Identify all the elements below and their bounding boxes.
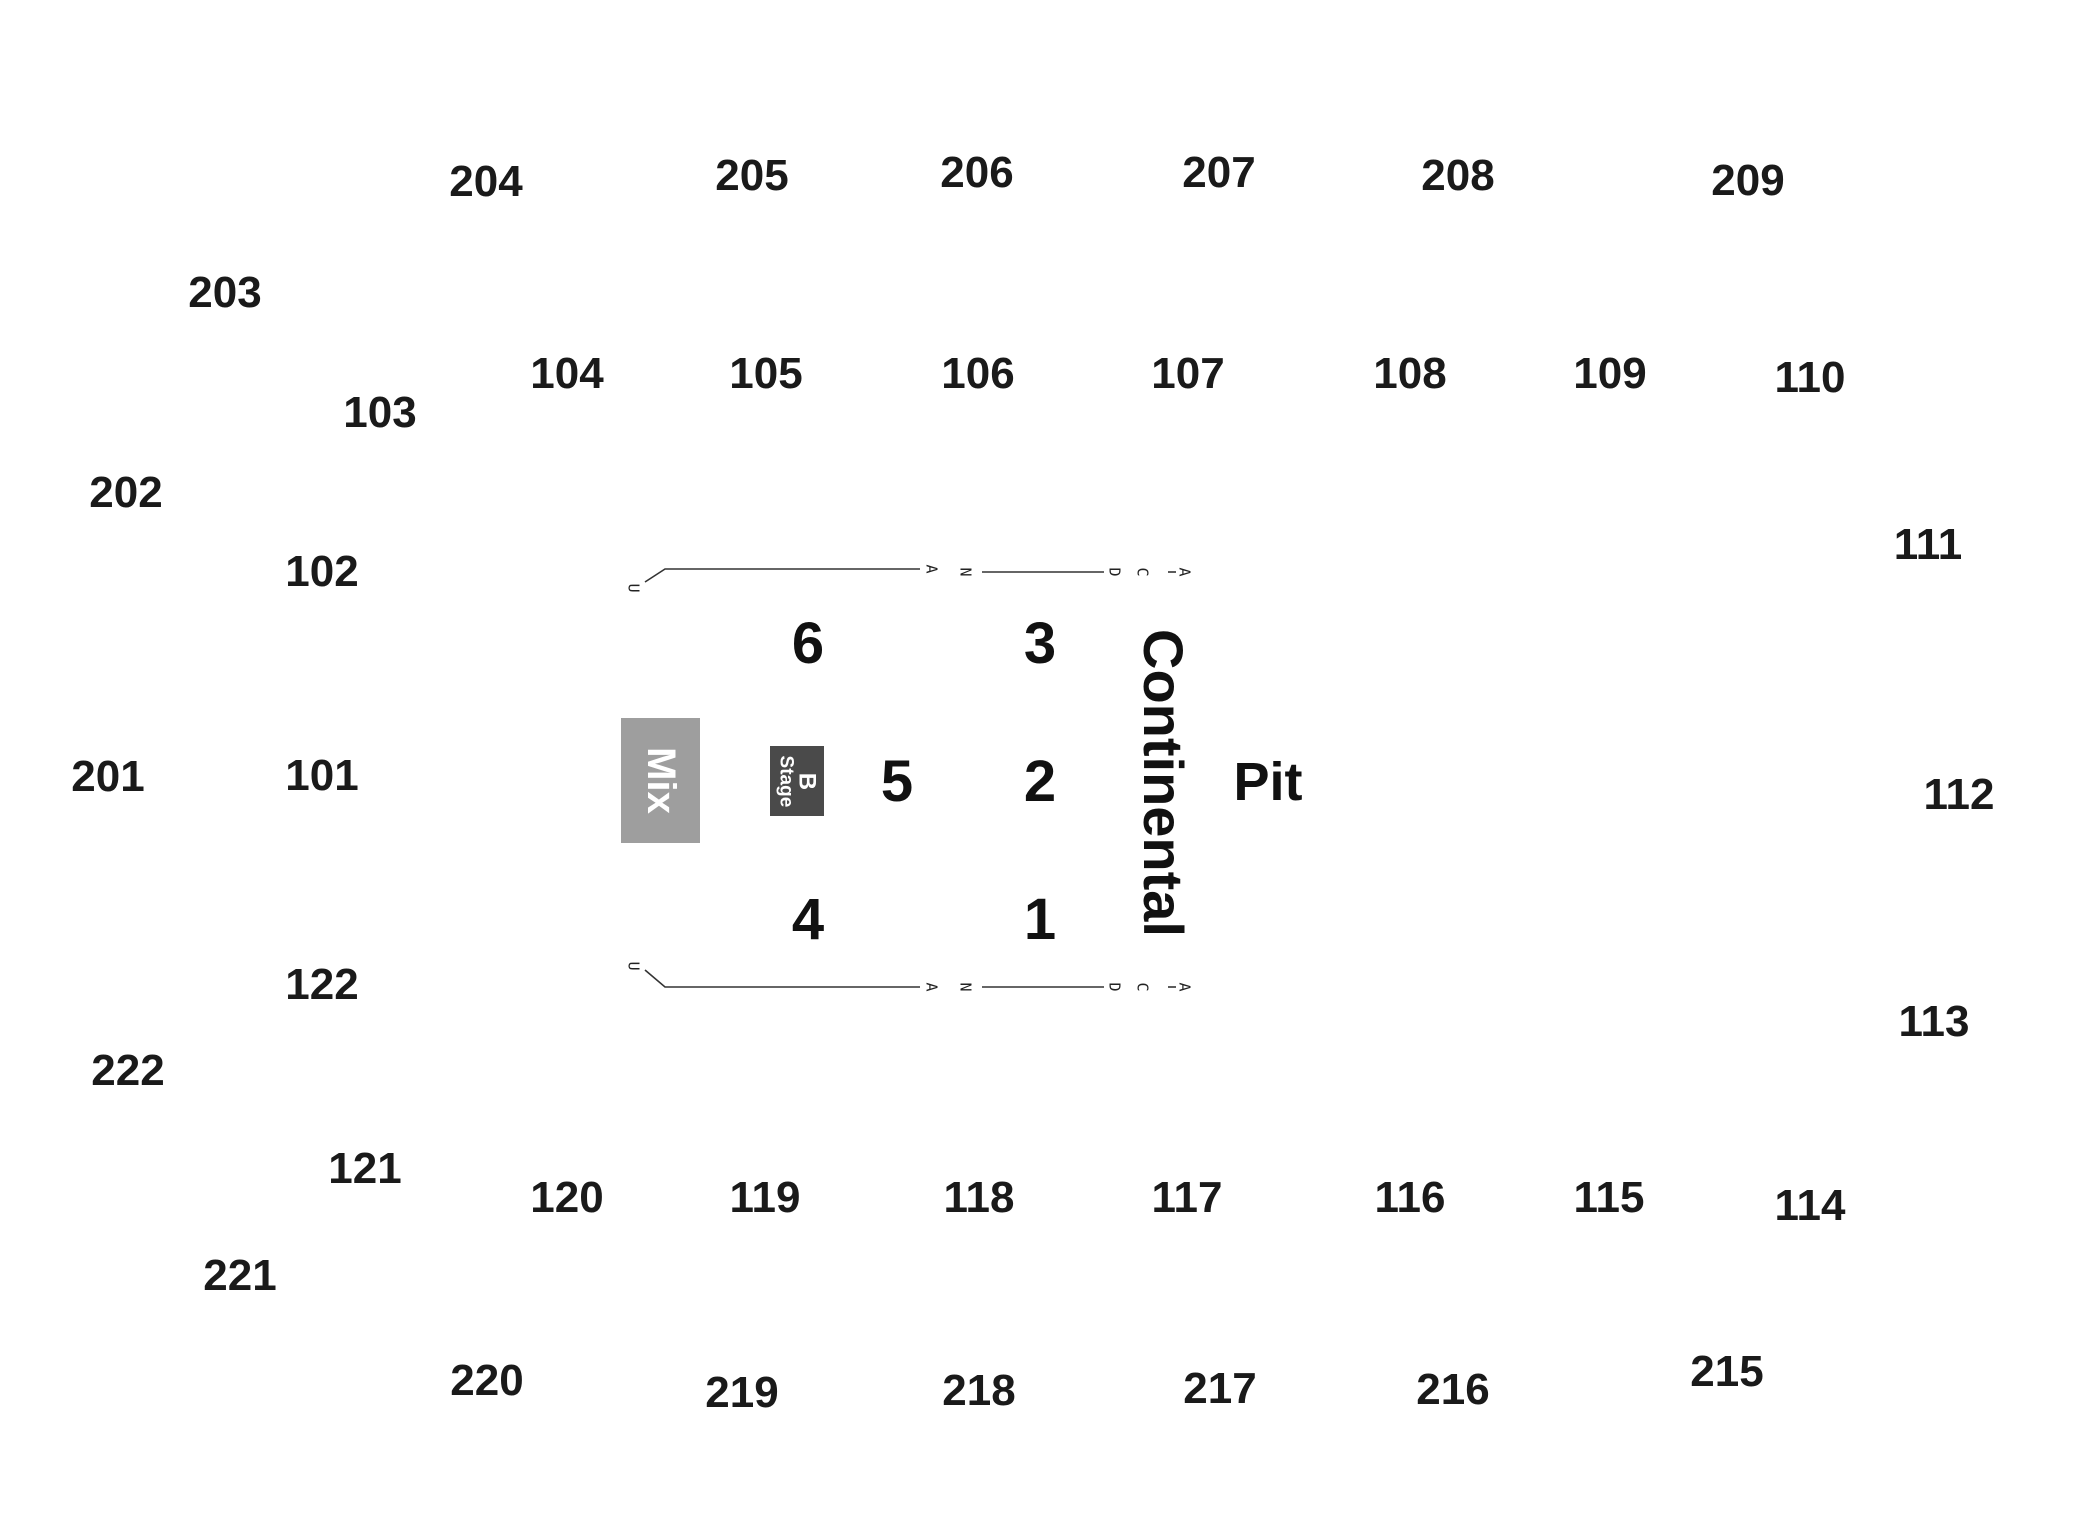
b-stage: B Stage xyxy=(770,746,824,816)
section-203[interactable]: 203 xyxy=(188,268,262,317)
row-label-c-top: C xyxy=(1133,567,1152,577)
b-stage-line-2: Stage xyxy=(775,755,797,807)
b-stage-label: B Stage xyxy=(775,755,821,807)
section-108[interactable]: 108 xyxy=(1373,349,1447,398)
row-label-d-bottom: D xyxy=(1105,982,1124,992)
section-205[interactable]: 205 xyxy=(715,151,789,200)
floor-section-5[interactable]: 5 xyxy=(880,749,914,814)
section-201[interactable]: 201 xyxy=(71,752,145,801)
section-109[interactable]: 109 xyxy=(1573,349,1647,398)
section-101[interactable]: 101 xyxy=(285,751,359,800)
section-121[interactable]: 121 xyxy=(328,1144,402,1193)
section-206[interactable]: 206 xyxy=(940,148,1014,197)
section-209[interactable]: 209 xyxy=(1711,156,1785,205)
section-113[interactable]: 113 xyxy=(1898,997,1970,1046)
row-line-top-left xyxy=(644,568,920,583)
row-label-c-bottom: C xyxy=(1133,982,1152,992)
b-stage-line-1: B xyxy=(793,772,821,790)
section-119[interactable]: 119 xyxy=(729,1173,801,1222)
section-106[interactable]: 106 xyxy=(941,349,1015,398)
section-112[interactable]: 112 xyxy=(1923,770,1995,819)
section-220[interactable]: 220 xyxy=(450,1356,524,1405)
section-104[interactable]: 104 xyxy=(530,349,604,398)
row-label-d-top: D xyxy=(1105,567,1124,577)
section-115[interactable]: 115 xyxy=(1573,1173,1645,1222)
continental-section[interactable]: Continental xyxy=(1132,629,1195,937)
section-122[interactable]: 122 xyxy=(285,960,359,1009)
section-221[interactable]: 221 xyxy=(203,1251,277,1300)
section-117[interactable]: 117 xyxy=(1151,1173,1223,1222)
mix-label: Mix xyxy=(639,747,683,814)
section-103[interactable]: 103 xyxy=(343,388,417,437)
section-202[interactable]: 202 xyxy=(89,468,163,517)
section-118[interactable]: 118 xyxy=(943,1173,1015,1222)
section-111[interactable]: 111 xyxy=(1893,520,1963,569)
row-label-n-bottom: N xyxy=(956,982,975,992)
row-label-u-bottom: U xyxy=(624,961,643,971)
section-204[interactable]: 204 xyxy=(449,157,523,206)
mix-booth: Mix xyxy=(621,718,700,843)
section-219[interactable]: 219 xyxy=(705,1368,779,1417)
section-116[interactable]: 116 xyxy=(1374,1173,1446,1222)
row-label-a-bottom-right: A xyxy=(1175,982,1194,992)
floor-section-3[interactable]: 3 xyxy=(1023,611,1057,676)
row-label-u-top: U xyxy=(624,583,643,593)
row-line-bottom-left xyxy=(644,969,920,988)
row-label-a-top-right: A xyxy=(1175,567,1194,577)
section-120[interactable]: 120 xyxy=(530,1173,604,1222)
section-207[interactable]: 207 xyxy=(1182,148,1256,197)
row-label-a-bottom-left: A xyxy=(922,982,941,992)
row-label-n-top: N xyxy=(956,567,975,577)
section-216[interactable]: 216 xyxy=(1416,1365,1490,1414)
section-222[interactable]: 222 xyxy=(91,1046,165,1095)
section-215[interactable]: 215 xyxy=(1690,1347,1764,1396)
section-218[interactable]: 218 xyxy=(942,1366,1016,1415)
section-114[interactable]: 114 xyxy=(1774,1181,1846,1230)
section-105[interactable]: 105 xyxy=(729,349,803,398)
floor-section-4[interactable]: 4 xyxy=(791,887,825,952)
floor-section-2[interactable]: 2 xyxy=(1023,749,1057,814)
floor-section-6[interactable]: 6 xyxy=(791,611,825,676)
section-102[interactable]: 102 xyxy=(285,547,359,596)
section-217[interactable]: 217 xyxy=(1183,1364,1257,1413)
pit-section[interactable]: Pit xyxy=(1233,752,1303,812)
row-label-a-top-left: A xyxy=(922,564,941,574)
floor-section-1[interactable]: 1 xyxy=(1023,887,1057,952)
section-107[interactable]: 107 xyxy=(1151,349,1225,398)
section-208[interactable]: 208 xyxy=(1421,151,1495,200)
section-110[interactable]: 110 xyxy=(1774,353,1846,402)
